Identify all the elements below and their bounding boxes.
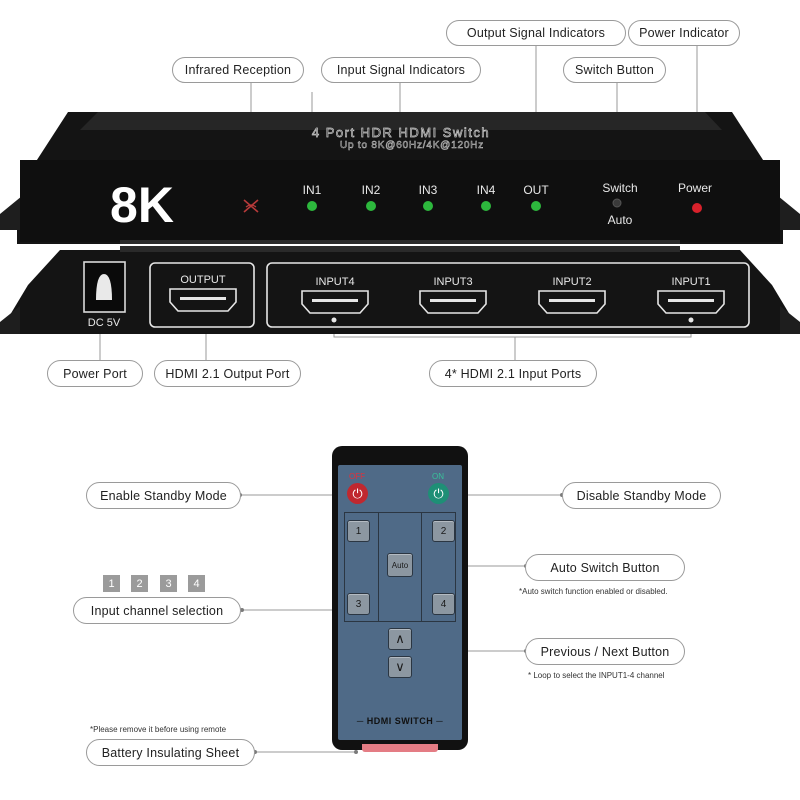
- power-icon: ⏻: [433, 486, 444, 501]
- remote-dpad-center: [378, 512, 422, 622]
- channel-number-3: 3: [160, 575, 177, 592]
- callout-switch-button: Switch Button: [563, 57, 666, 83]
- hdmi-switch-illustration: 4 Port HDR HDMI Switch Up to 8K@60Hz/4K@…: [0, 45, 800, 362]
- channel-number-4: 4: [188, 575, 205, 592]
- led-in2: [366, 201, 376, 211]
- remote-name-text: HDMI SWITCH: [366, 716, 434, 726]
- led-label-in3: IN3: [419, 183, 438, 197]
- chevron-down-icon: ∨: [395, 659, 405, 674]
- led-label-in1: IN1: [303, 183, 322, 197]
- led-in4: [481, 201, 491, 211]
- callout-hdmi-input-ports: 4* HDMI 2.1 Input Ports: [429, 360, 597, 387]
- auto-label: Auto: [608, 213, 633, 227]
- remote-dpad-frame: [344, 512, 456, 622]
- hdmi-input3-port-icon: [419, 290, 487, 314]
- remote-name-line-left: ─: [356, 716, 364, 726]
- note-auto-switch: *Auto switch function enabled or disable…: [519, 587, 668, 596]
- remote-button-auto[interactable]: Auto: [387, 553, 413, 577]
- remote-button-1[interactable]: 1: [347, 520, 370, 542]
- switch-label: Switch: [602, 181, 637, 195]
- chevron-up-icon: ∧: [395, 631, 405, 646]
- callout-output-signal-indicators: Output Signal Indicators: [446, 20, 626, 46]
- callout-auto-switch-button: Auto Switch Button: [525, 554, 685, 581]
- remote-on-label: ON: [432, 472, 444, 481]
- hdmi-input1-port-icon: [657, 290, 725, 314]
- remote-previous-button[interactable]: ∧: [388, 628, 412, 650]
- input-port-label-4: INPUT4: [315, 276, 354, 288]
- standby-on-button[interactable]: ⏻: [347, 483, 368, 504]
- output-port-label: OUTPUT: [180, 274, 226, 286]
- led-label-in2: IN2: [362, 183, 381, 197]
- led-label-in4: IN4: [477, 183, 496, 197]
- device-subtitle: Up to 8K@60Hz/4K@120Hz: [340, 140, 484, 151]
- hdmi-output-port-icon: [169, 288, 237, 312]
- callout-disable-standby: Disable Standby Mode: [562, 482, 721, 509]
- led-in3: [423, 201, 433, 211]
- callout-power-port: Power Port: [47, 360, 143, 387]
- input-port-label-2: INPUT2: [552, 276, 591, 288]
- callout-input-channel-selection: Input channel selection: [73, 597, 241, 624]
- input-port-label-3: INPUT3: [433, 276, 472, 288]
- led-out: [531, 201, 541, 211]
- channel-number-1: 1: [103, 575, 120, 592]
- callout-battery-insulating-sheet: Battery Insulating Sheet: [86, 739, 255, 766]
- remote-name-line-right: ─: [436, 716, 444, 726]
- output-port-frame: [149, 262, 255, 328]
- remote-button-2[interactable]: 2: [432, 520, 455, 542]
- power-led: [692, 203, 702, 213]
- hdmi-input2-port-icon: [538, 290, 606, 314]
- input-ports-frame: [266, 262, 750, 328]
- callout-input-signal-indicators: Input Signal Indicators: [321, 57, 481, 83]
- callout-power-indicator: Power Indicator: [628, 20, 740, 46]
- note-previous-next: * Loop to select the INPUT1-4 channel: [528, 671, 665, 680]
- channel-number-2: 2: [131, 575, 148, 592]
- 8k-badge: 8K: [110, 177, 174, 233]
- infrared-receiver-icon: [243, 199, 259, 213]
- dc-power-port: [83, 261, 126, 313]
- power-label: Power: [678, 181, 712, 195]
- callout-infrared-reception: Infrared Reception: [172, 57, 304, 83]
- input-port-label-1: INPUT1: [671, 276, 710, 288]
- callout-enable-standby: Enable Standby Mode: [86, 482, 241, 509]
- power-icon: ⏻: [352, 486, 363, 501]
- standby-off-button[interactable]: ⏻: [428, 483, 449, 504]
- remote-off-label: OFF: [349, 472, 365, 481]
- battery-insulating-sheet[interactable]: [362, 744, 438, 752]
- dc-label: DC 5V: [88, 317, 121, 329]
- remote-next-button[interactable]: ∨: [388, 656, 412, 678]
- remote-button-4[interactable]: 4: [432, 593, 455, 615]
- remote-button-3[interactable]: 3: [347, 593, 370, 615]
- led-label-out: OUT: [523, 183, 549, 197]
- note-battery: *Please remove it before using remote: [90, 725, 227, 734]
- device-title: 4 Port HDR HDMI Switch: [312, 125, 490, 140]
- callout-previous-next-button: Previous / Next Button: [525, 638, 685, 665]
- input-signal-leds: [307, 201, 491, 211]
- hdmi-input4-port-icon: [301, 290, 369, 314]
- switch-button: [612, 198, 622, 208]
- remote-name-label: ─ HDMI SWITCH ─: [338, 716, 462, 726]
- callout-hdmi-output-port: HDMI 2.1 Output Port: [154, 360, 301, 387]
- led-in1: [307, 201, 317, 211]
